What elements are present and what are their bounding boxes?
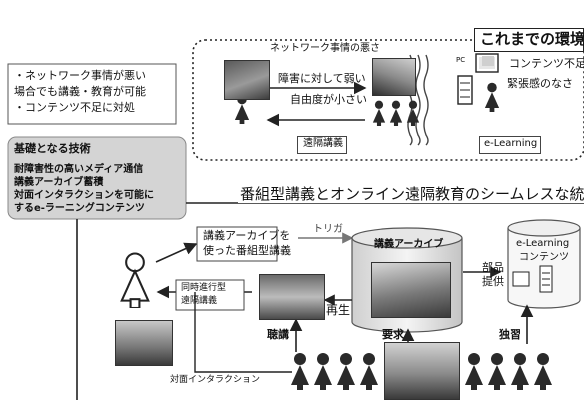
elearning-label: e-Learning bbox=[484, 138, 538, 149]
remote-lecture-label: 遠隔講義 bbox=[303, 138, 343, 149]
issue-line-3: ・コンテンツ不足に対処 bbox=[14, 101, 135, 114]
replay-label: 再生 bbox=[326, 303, 351, 317]
simultaneous-label-1: 同時進行型 bbox=[181, 283, 227, 293]
archive-program-label-2: 使った番組型講義 bbox=[203, 244, 291, 257]
elearning-content-cylinder bbox=[507, 219, 581, 309]
elearning-user-icon bbox=[484, 82, 500, 112]
network-wave-2 bbox=[415, 54, 421, 146]
weak-label-2: 自由度が小さい bbox=[290, 93, 367, 106]
student-icon-7 bbox=[511, 353, 529, 390]
student-icon-5 bbox=[465, 353, 483, 390]
teacher-to-program-arrow bbox=[155, 242, 198, 263]
request-label: 要求 bbox=[382, 328, 404, 341]
network-wave-3 bbox=[423, 54, 429, 146]
student-icon-6 bbox=[488, 353, 506, 390]
tech-line-3: 対面インタラクションを可能に bbox=[14, 190, 154, 201]
simultaneous-label-2: 遠隔講義 bbox=[181, 296, 218, 306]
local-student-icon-2 bbox=[389, 100, 403, 126]
tension-label: 緊張感のなさ bbox=[507, 77, 573, 90]
classroom-photo-center bbox=[384, 342, 460, 400]
trigger-label: トリガ bbox=[313, 224, 343, 235]
issue-line-2: 場合でも講義・教育が可能 bbox=[14, 85, 146, 98]
issue-line-1: ・ネットワーク事情が悪い bbox=[14, 69, 146, 82]
parts-label-2: 提供 bbox=[482, 275, 504, 288]
archive-program-label-1: 講義アーカイブを bbox=[203, 229, 291, 242]
elearning-label-box bbox=[479, 136, 541, 154]
tech-box bbox=[7, 136, 187, 220]
face-interaction-line bbox=[194, 292, 292, 373]
elearning-content-label-1: e-Learning bbox=[516, 238, 570, 249]
listen-label: 聴講 bbox=[267, 328, 289, 341]
previous-environment-title-box bbox=[474, 28, 584, 52]
student-icon-1 bbox=[291, 353, 309, 390]
remote-lecture-photo bbox=[224, 60, 270, 100]
selfstudy-label: 独習 bbox=[499, 328, 521, 341]
tech-title: 基礎となる技術 bbox=[14, 142, 91, 155]
remote-lecture-label-box bbox=[297, 136, 347, 154]
integration-banner: 番組型講義とオンライン遠隔教育のシームレスな統合 bbox=[238, 185, 584, 204]
simultaneous-box bbox=[175, 279, 245, 311]
parts-label-1: 部品 bbox=[482, 261, 504, 274]
network-label: ネットワーク事情の悪さ bbox=[270, 43, 380, 54]
lecturer-photo-middle bbox=[259, 274, 325, 320]
tech-line-4: するe-ラーニングコンテンツ bbox=[14, 203, 145, 214]
elearning-screen-photo bbox=[482, 56, 494, 66]
archive-photo bbox=[371, 262, 451, 318]
previous-environment-title: これまでの環境 bbox=[480, 30, 584, 48]
face-interaction-label: 対面インタラクション bbox=[170, 375, 261, 385]
lecturer-photo-top bbox=[372, 58, 416, 96]
student-icon-3 bbox=[337, 353, 355, 390]
archive-label: 講義アーカイブ bbox=[374, 239, 444, 250]
pc-label: PC bbox=[456, 56, 466, 64]
tech-line-2: 講義アーカイブ蓄積 bbox=[14, 177, 104, 188]
elearning-monitor-icon-1 bbox=[512, 271, 530, 287]
archive-program-box bbox=[196, 226, 278, 262]
elearning-content-label-2: コンテンツ bbox=[519, 252, 569, 263]
tech-line-1: 耐障害性の高いメディア通信 bbox=[14, 164, 144, 175]
student-icon-2 bbox=[314, 353, 332, 390]
local-student-icon-1 bbox=[372, 100, 386, 126]
student-icon-4 bbox=[360, 353, 378, 390]
weak-label-1: 障害に対して弱い bbox=[278, 72, 366, 85]
classroom-photo-left bbox=[115, 320, 173, 366]
issues-box bbox=[7, 63, 177, 125]
student-icon-8 bbox=[534, 353, 552, 390]
local-student-icon-3 bbox=[406, 100, 420, 126]
teacher-icon bbox=[120, 252, 150, 308]
content-shortage-label: コンテンツ不足 bbox=[509, 57, 584, 70]
